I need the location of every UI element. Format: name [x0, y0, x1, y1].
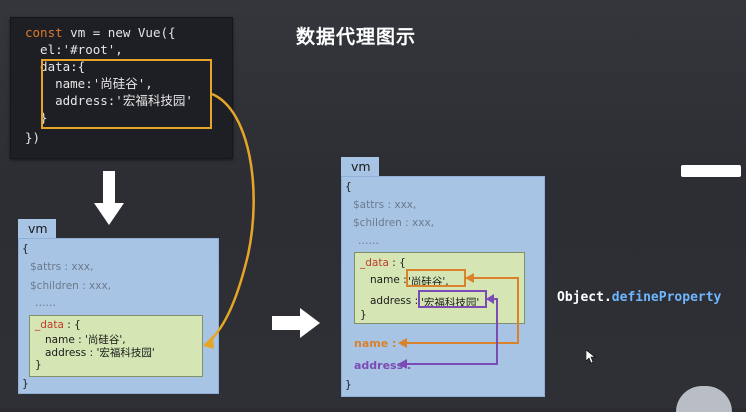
data-object-highlight	[41, 59, 212, 129]
address-value-highlight	[418, 290, 487, 308]
code-line-3: data:{	[25, 59, 86, 74]
vm-right-data-key: _data	[360, 257, 389, 269]
vm-left-tab: vm	[18, 219, 56, 239]
code-line-6: }	[25, 110, 48, 125]
vm-right-attrs: $attrs : xxx,	[353, 199, 417, 211]
right-arrow-icon	[272, 308, 320, 338]
vm-right-box: { $attrs : xxx, $children : xxx, …… _dat…	[341, 176, 545, 397]
vm-right-tab: vm	[341, 157, 379, 177]
mascot-peek	[676, 386, 732, 412]
code-line-7: })	[25, 130, 41, 145]
vm-left-ellipsis: ……	[35, 297, 56, 309]
define-property-label: Object.defineProperty	[557, 290, 721, 305]
cursor-icon	[586, 350, 596, 364]
vm-left-children: $children : xxx,	[30, 280, 112, 292]
vm-left-data-key: _data	[35, 319, 64, 331]
vm-left-open-brace: {	[22, 243, 29, 255]
vm-left-data-open: : {	[67, 319, 81, 331]
vm-left-attrs: $attrs : xxx,	[30, 261, 94, 273]
code-line-1-rest: vm = new Vue({	[62, 25, 176, 40]
code-line-5: address:'宏福科技园'	[25, 93, 193, 108]
slide-title: 数据代理图示	[296, 26, 417, 48]
vm-right-close-brace: }	[345, 379, 352, 391]
define-property-object: Object.	[557, 290, 612, 305]
code-block: const vm = new Vue({ el:'#root', data:{ …	[10, 17, 233, 159]
down-arrow-icon	[94, 171, 124, 225]
vm-right-ellipsis: ……	[358, 235, 379, 247]
input-method-toolbar[interactable]	[681, 165, 741, 177]
vm-right-data-open: : {	[392, 257, 406, 269]
name-value-highlight	[406, 269, 466, 287]
vm-left-data-box: _data : { name : '尚硅谷', address : '宏福科技园…	[29, 315, 203, 377]
define-property-method: defineProperty	[611, 290, 722, 305]
vm-right-name-key: name :	[370, 274, 407, 286]
vm-left-address-line: address : '宏福科技园'	[45, 347, 155, 359]
code-line-2: el:'#root',	[25, 42, 123, 57]
vm-left-name-line: name : '尚硅谷',	[45, 334, 126, 346]
code-line-4: name:'尚硅谷',	[25, 76, 153, 91]
proxy-address-label: address :	[354, 359, 412, 372]
vm-left-close-brace: }	[22, 378, 29, 390]
vm-left-box: { $attrs : xxx, $children : xxx, …… _dat…	[18, 238, 219, 394]
vm-right-open-brace: {	[345, 181, 352, 193]
vm-left-inner-close: }	[35, 359, 42, 371]
code-keyword-const: const	[25, 25, 63, 40]
vm-right-address-key: address :	[370, 295, 419, 307]
vm-right-children: $children : xxx,	[353, 217, 435, 229]
code-line-1: const vm = new Vue({	[25, 25, 176, 41]
proxy-name-label: name :	[354, 337, 397, 350]
vm-right-data-box: _data : { name : '尚硅谷', address : '宏福科技园…	[354, 252, 525, 324]
vm-right-data-key-line: _data : {	[360, 257, 406, 269]
vm-left-data-key-line: _data : {	[35, 319, 81, 331]
vm-right-inner-close: }	[360, 309, 367, 321]
